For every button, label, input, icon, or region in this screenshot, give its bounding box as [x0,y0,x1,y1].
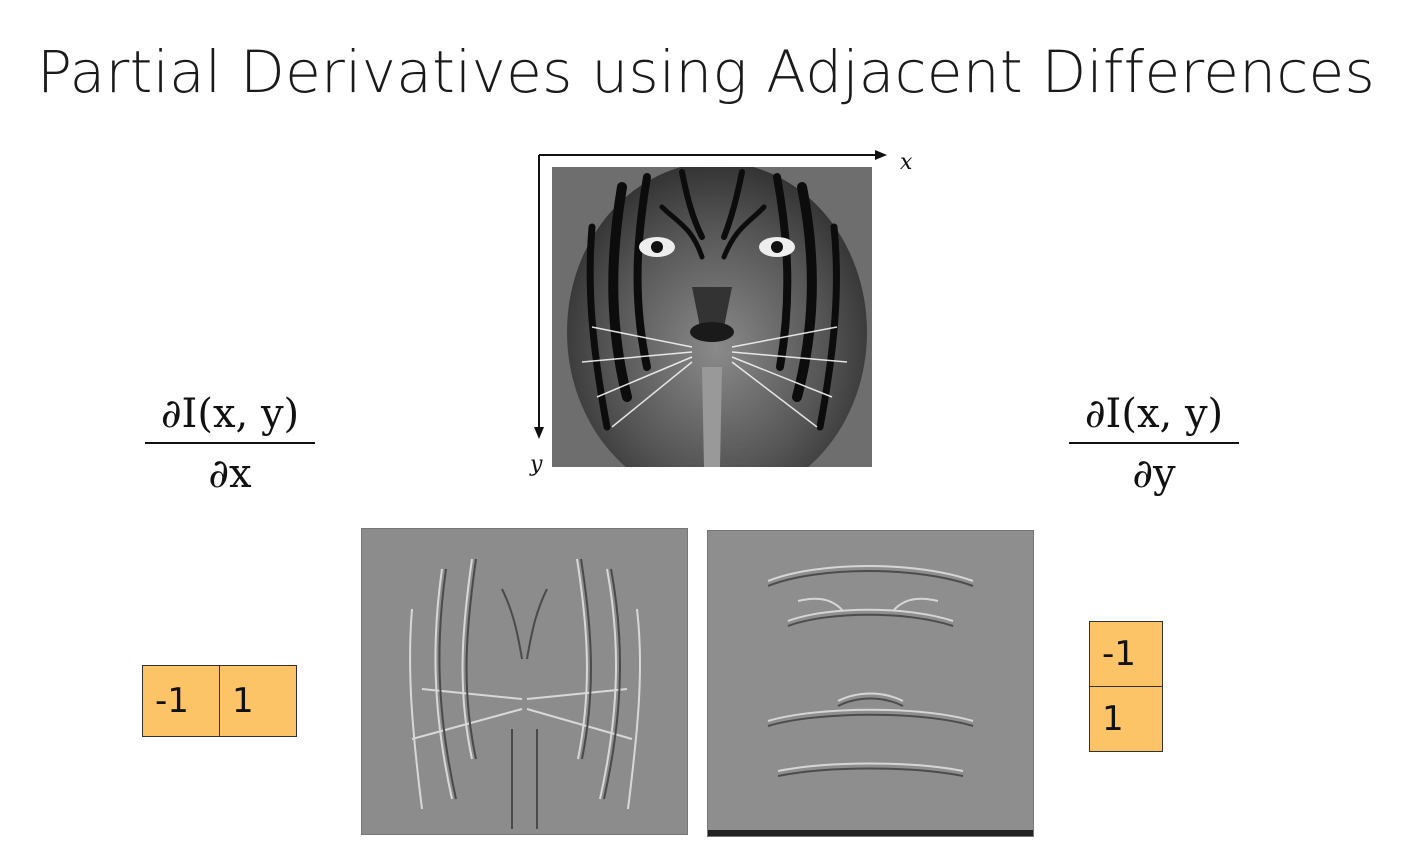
kernel-y: -1 1 [1089,621,1163,752]
partial-y-denominator: ∂y [1132,451,1176,497]
x-arrow-icon [875,150,887,160]
partial-x-denominator: ∂x [208,451,252,497]
x-derivative-image [361,528,688,835]
partial-y-numerator: ∂I(x, y) [1084,391,1224,437]
partial-x-fraction: ∂I(x, y) ∂x [145,392,315,496]
tiger-image [552,167,872,467]
y-axis-label: y [530,452,543,477]
partial-x-numerator: ∂I(x, y) [160,391,300,437]
kernel-x-cell-1: -1 [142,665,220,737]
x-axis-label: x [900,150,913,175]
kernel-x: -1 1 [142,665,297,737]
slide-title: Partial Derivatives using Adjacent Diffe… [37,38,1376,106]
coordinate-axes [534,150,887,439]
partial-y-fraction: ∂I(x, y) ∂y [1069,392,1239,496]
kernel-x-cell-2: 1 [219,665,297,737]
y-arrow-icon [534,427,544,439]
kernel-y-cell-2: 1 [1089,686,1163,752]
y-derivative-image [707,530,1034,837]
kernel-y-cell-1: -1 [1089,621,1163,687]
